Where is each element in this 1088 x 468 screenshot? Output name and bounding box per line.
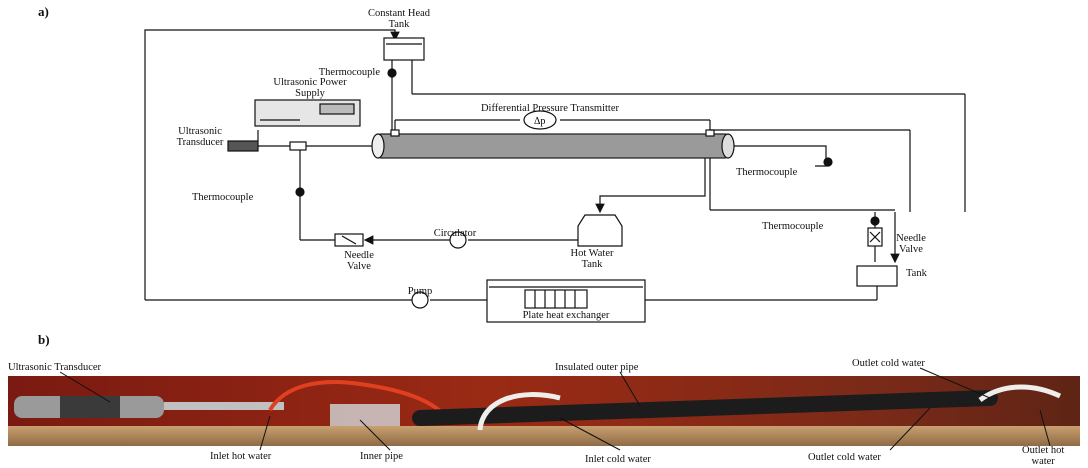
- tank-label: Tank: [906, 268, 927, 279]
- ultrasonic-power-supply-label: Ultrasonic Power Supply: [255, 77, 365, 99]
- outlet-hot-water-label: Outlet hot water: [1022, 445, 1064, 467]
- thermocouple-bottom-right-label: Thermocouple: [762, 221, 823, 232]
- hot-water-tank-shape: [578, 215, 622, 246]
- inner-pipe-label: Inner pipe: [360, 451, 403, 462]
- plate-heat-exchanger-label: Plate heat exchanger: [487, 310, 645, 321]
- ultrasonic-transducer-line2: Transducer: [160, 137, 240, 148]
- ultrasonic-power-supply-line2: Supply: [255, 88, 365, 99]
- photo-clamp: [330, 404, 400, 426]
- ultrasonic-transducer-line1: Ultrasonic: [160, 126, 240, 137]
- tank-shape: [857, 266, 897, 286]
- constant-head-tank-shape: [384, 38, 424, 60]
- photo-transducer: [14, 396, 164, 418]
- photo-white-hose: [480, 395, 560, 430]
- ultrasonic-transducer-photo-label: Ultrasonic Transducer: [8, 362, 101, 373]
- constant-head-tank-line2: Tank: [344, 19, 454, 30]
- needle-valve-left-line1: Needle: [334, 250, 384, 261]
- needle-valve-left-line2: Valve: [334, 261, 384, 272]
- hot-water-tank-line1: Hot Water: [560, 248, 624, 259]
- schematic-diagram: Δp: [0, 0, 1088, 330]
- photo-background: [8, 376, 1080, 446]
- needle-valve-right-line1: Needle: [886, 233, 936, 244]
- differential-pressure-transmitter-label: Differential Pressure Transmitter: [425, 103, 675, 114]
- outlet-hot-water-line2: water: [1022, 456, 1064, 467]
- hot-water-tank-label: Hot Water Tank: [560, 248, 624, 270]
- outlet-hot-water-line1: Outlet hot: [1022, 445, 1064, 456]
- inlet-hot-water-label: Inlet hot water: [210, 451, 271, 462]
- hot-water-tank-line2: Tank: [560, 259, 624, 270]
- photo-table: [8, 426, 1080, 446]
- constant-head-tank-line1: Constant Head: [344, 8, 454, 19]
- needle-valve-right-line2: Valve: [886, 244, 936, 255]
- circulator-label: Circulator: [420, 228, 490, 239]
- outlet-cold-water-bottom-label: Outlet cold water: [808, 452, 881, 463]
- thermocouple-left-label: Thermocouple: [192, 192, 253, 203]
- thermocouple-right-label: Thermocouple: [736, 167, 797, 178]
- needle-valve-right-label: Needle Valve: [886, 233, 936, 255]
- delta-p-symbol: Δp: [534, 116, 545, 127]
- insulated-outer-pipe-label: Insulated outer pipe: [555, 362, 638, 373]
- panel-b-label: b): [38, 332, 50, 348]
- photo-red-tube: [270, 382, 448, 420]
- heat-exchanger-pipe-shape: [378, 134, 728, 158]
- outlet-cold-water-top-label: Outlet cold water: [852, 358, 925, 369]
- photo-outer-pipe: [420, 398, 990, 418]
- ultrasonic-transducer-label: Ultrasonic Transducer: [160, 126, 240, 148]
- constant-head-tank-label: Constant Head Tank: [344, 8, 454, 30]
- needle-valve-left-label: Needle Valve: [334, 250, 384, 272]
- inlet-cold-water-label: Inlet cold water: [585, 454, 651, 465]
- pump-label: Pump: [396, 286, 444, 297]
- ultrasonic-power-supply-line1: Ultrasonic Power: [255, 77, 365, 88]
